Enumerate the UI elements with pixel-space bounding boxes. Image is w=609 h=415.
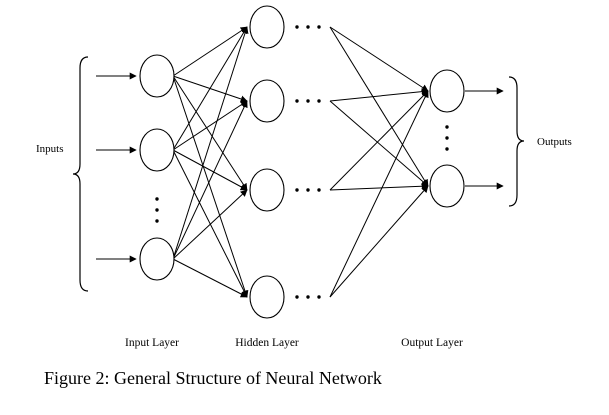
connection: [329, 26, 429, 92]
dot: [155, 219, 159, 223]
inputs-label: Inputs: [36, 143, 64, 155]
dot: [306, 25, 310, 29]
neural-network-diagram: Inputs: [36, 5, 572, 349]
output-layer: [429, 69, 465, 208]
hidden-node-4: [249, 275, 285, 319]
connection: [329, 185, 429, 298]
output-node-1: [429, 69, 465, 113]
hidden-layer-label: Hidden Layer: [235, 337, 299, 349]
hidden-node-3: [249, 168, 285, 212]
input-node-1: [139, 54, 175, 98]
connection: [172, 100, 248, 260]
dot: [155, 197, 159, 201]
input-layer: [139, 54, 175, 281]
connection: [172, 75, 249, 298]
dot: [155, 208, 159, 212]
inputs-brace: [72, 56, 89, 292]
dot: [445, 125, 449, 129]
dot: [317, 99, 321, 103]
input-node-2: [139, 128, 175, 172]
connection: [172, 149, 248, 298]
connection: [172, 26, 249, 260]
outputs-brace: [508, 76, 525, 207]
input-vertical-ellipsis: [155, 197, 159, 223]
dot: [295, 99, 299, 103]
dot: [317, 25, 321, 29]
connection: [329, 182, 429, 191]
connection: [172, 75, 248, 191]
connection: [172, 26, 248, 77]
hidden-node-2: [249, 79, 285, 123]
input-node-3: [139, 237, 175, 281]
connection: [329, 26, 429, 187]
dot: [317, 188, 321, 192]
dot: [445, 136, 449, 140]
dot: [445, 147, 449, 151]
dot: [295, 295, 299, 299]
dot: [295, 25, 299, 29]
connection: [172, 149, 248, 191]
output-vertical-ellipsis: [445, 125, 449, 151]
outputs-label: Outputs: [537, 136, 572, 148]
dot: [306, 295, 310, 299]
connection: [329, 90, 429, 298]
hidden-node-1: [249, 5, 285, 49]
connection: [329, 88, 429, 102]
output-arrows: [465, 87, 504, 190]
dot: [317, 295, 321, 299]
dot: [306, 99, 310, 103]
input-layer-label: Input Layer: [125, 337, 179, 349]
figure-caption: Figure 2: General Structure of Neural Ne…: [44, 368, 382, 388]
input-arrows: [96, 72, 137, 263]
dot: [306, 188, 310, 192]
connection: [172, 100, 248, 151]
connection: [172, 26, 248, 151]
connection: [172, 189, 248, 260]
connection: [329, 90, 429, 191]
connection: [172, 258, 248, 298]
hidden-horizontal-ellipsis: [295, 25, 321, 299]
connection: [329, 100, 429, 187]
output-node-2: [429, 164, 465, 208]
connections-input-hidden: [172, 26, 249, 298]
dot: [295, 188, 299, 192]
connections-hidden-output: [329, 26, 429, 298]
output-layer-label: Output Layer: [401, 337, 463, 349]
hidden-layer: [249, 5, 285, 319]
